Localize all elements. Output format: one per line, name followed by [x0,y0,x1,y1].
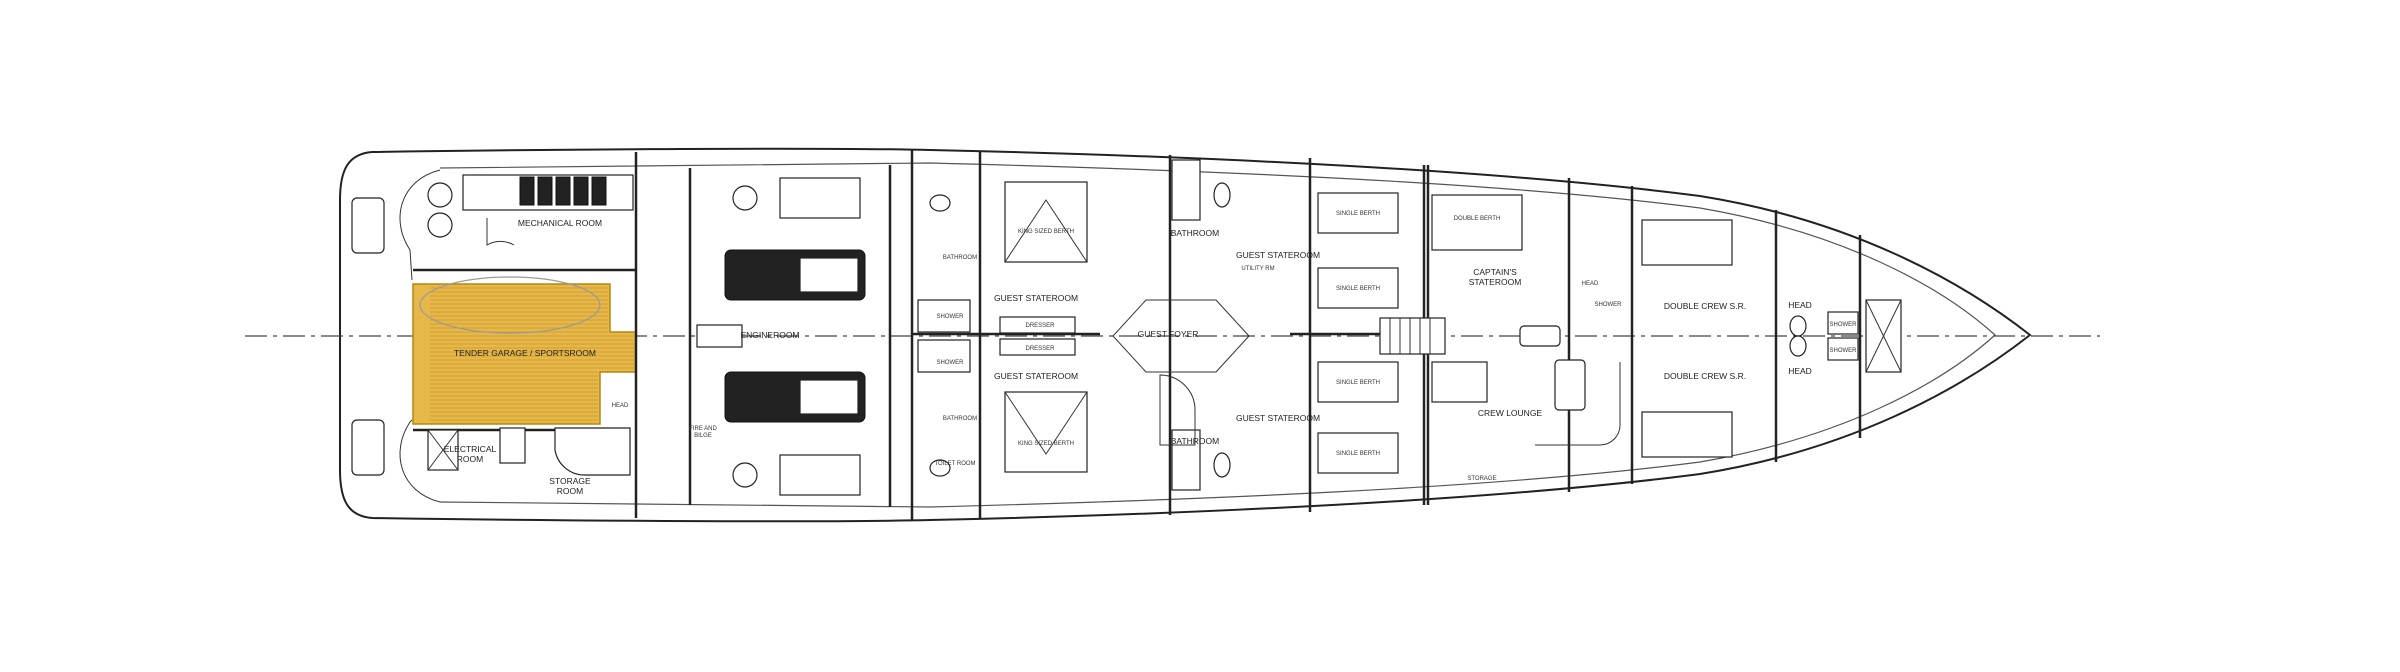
hull-inner-line [439,162,1996,508]
label-bow-shower: SHOWER [1830,348,1858,354]
crew-stairs [1379,317,1446,355]
label-shower: SHOWER [937,360,965,366]
label-guest-stateroom: GUEST STATEROOM [1236,250,1320,260]
label-electrical-room-2: ROOM [457,454,483,464]
label-single-berth: SINGLE BERTH [1336,286,1380,292]
hatch-cross [427,429,459,471]
stern-steps-stbd [399,419,441,503]
label-shower: SHOWER [937,314,965,320]
label-bathroom: BATHROOM [1171,228,1219,238]
label-guest-foyer: GUEST FOYER [1138,329,1199,339]
label-king-berth: KING SIZED BERTH [1018,229,1074,235]
fwd-bathroom-fixtures [1159,159,1231,491]
label-dresser: DRESSER [1025,323,1055,329]
label-utility-room: UTILITY RM [1241,266,1274,272]
label-toilet-room: TOILET ROOM [934,461,975,467]
engines [696,177,866,496]
label-captains-stateroom: CAPTAIN'S [1473,267,1517,277]
label-mechanical-room: MECHANICAL ROOM [518,218,602,228]
hull-outline [339,147,2032,523]
label-bow-shower: SHOWER [1830,322,1858,328]
label-single-berth: SINGLE BERTH [1336,211,1380,217]
label-fire-bilge: FIRE AND [689,426,717,432]
single-berths [1317,192,1399,474]
label-electrical-room: ELECTRICAL [444,444,497,454]
label-bow-head: HEAD [1788,300,1812,310]
king-berths [999,181,1088,473]
label-captain-head: HEAD [1582,281,1599,287]
mechanical-equipment [427,174,634,246]
label-double-crew: DOUBLE CREW S.R. [1664,301,1746,311]
crew-furniture [1431,194,1902,458]
label-bathroom: BATHROOM [943,255,977,261]
label-bathroom: BATHROOM [1171,436,1219,446]
label-captain-shower: SHOWER [1595,302,1623,308]
label-storage-room: STORAGE [549,476,591,486]
stern-steps-port [399,169,441,281]
label-fire-bilge-2: BILGE [694,433,712,439]
label-bathroom: BATHROOM [943,416,977,422]
spiral-stair [554,427,631,476]
label-guest-stateroom: GUEST STATEROOM [1236,413,1320,423]
label-king-berth: KING SIZED BERTH [1018,441,1074,447]
label-engineroom: ENGINEROOM [740,330,799,340]
label-double-berth: DOUBLE BERTH [1454,216,1501,222]
guest-foyer-outline [1112,299,1250,373]
aft-bathroom-fixtures [917,194,971,477]
label-guest-stateroom: GUEST STATEROOM [994,371,1078,381]
tender-garage [412,276,637,425]
label-crew-lounge: CREW LOUNGE [1478,408,1543,418]
stern-locker-stbd [351,419,385,476]
stern-locker-port [351,197,385,254]
label-storage-room-2: ROOM [557,486,583,496]
electrical-panel [499,427,526,464]
bulkheads [413,150,1862,520]
label-captains-stateroom-2: STATEROOM [1469,277,1522,287]
room-labels: MECHANICAL ROOM TENDER GARAGE / SPORTSRO… [444,211,1857,496]
label-tender-garage: TENDER GARAGE / SPORTSROOM [454,348,596,358]
label-guest-stateroom: GUEST STATEROOM [994,293,1078,303]
label-double-crew: DOUBLE CREW S.R. [1664,371,1746,381]
label-bow-head: HEAD [1788,366,1812,376]
label-storage: STORAGE [1467,476,1496,482]
label-single-berth: SINGLE BERTH [1336,380,1380,386]
label-dresser: DRESSER [1025,346,1055,352]
label-garage-head: HEAD [612,403,629,409]
label-single-berth: SINGLE BERTH [1336,451,1380,457]
